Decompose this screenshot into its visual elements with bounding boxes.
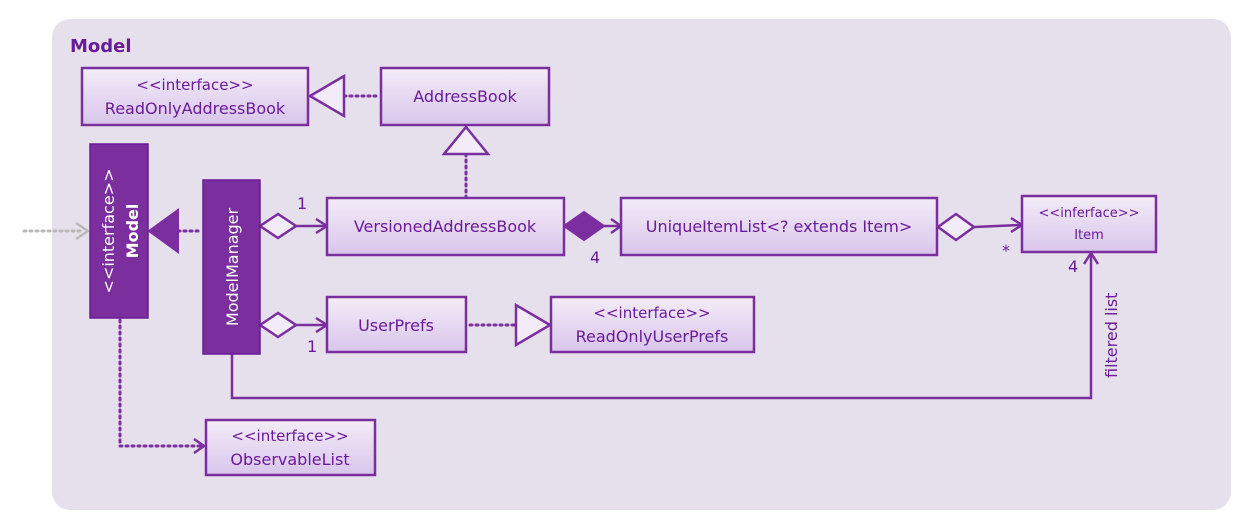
- model-stereotype: <<interface>>: [99, 169, 118, 294]
- observable-list-name: ObservableList: [230, 450, 349, 469]
- multiplicity-list-item: *: [1002, 241, 1010, 260]
- readonly-address-book-stereotype: <<interface>>: [136, 76, 253, 94]
- model-name: Model: [123, 204, 142, 259]
- filtered-list-edge: [230, 254, 1093, 400]
- address-book-name: AddressBook: [413, 87, 517, 106]
- node-model-manager: ModelManager: [202, 179, 261, 355]
- node-unique-item-list: UniqueItemList<? extends Item>: [619, 196, 939, 257]
- node-address-book: AddressBook: [379, 66, 551, 127]
- node-observable-list: <<interface>> ObservableList: [204, 418, 377, 477]
- realization-arrowhead-readonly-userprefs: [514, 302, 553, 348]
- aggregation-edge-item: [973, 223, 1022, 229]
- multiplicity-manager-userprefs: 1: [307, 337, 317, 356]
- external-dependency-arrowhead: [75, 221, 91, 241]
- item-stereotype: <<inferface>>: [1038, 206, 1139, 221]
- model-manager-name: ModelManager: [223, 207, 242, 326]
- multiplicity-manager-versioned: 1: [297, 194, 307, 213]
- readonly-user-prefs-stereotype: <<interface>>: [593, 304, 710, 322]
- observable-dependency-edge: [118, 318, 202, 448]
- multiplicity-filtered-item: 4: [1068, 257, 1078, 276]
- package-label: Model: [70, 36, 132, 57]
- item-name: Item: [1074, 228, 1104, 243]
- realization-arrowhead-readonly-addressbook: [307, 73, 346, 119]
- node-item: <<inferface>> Item: [1020, 194, 1158, 254]
- multiplicity-versioned-list: 4: [590, 248, 600, 267]
- readonly-address-book-name: ReadOnlyAddressBook: [105, 99, 286, 118]
- observable-dependency-arrowhead: [193, 437, 207, 455]
- node-readonly-user-prefs: <<interface>> ReadOnlyUserPrefs: [549, 295, 756, 354]
- node-model: <<interface>> Model: [89, 143, 149, 319]
- realization-arrowhead-model: [147, 208, 179, 254]
- versioned-address-book-name: VersionedAddressBook: [354, 217, 537, 236]
- user-prefs-name: UserPrefs: [358, 316, 434, 335]
- generalization-arrowhead-addressbook: [441, 125, 491, 156]
- node-versioned-address-book: VersionedAddressBook: [325, 196, 566, 257]
- node-user-prefs: UserPrefs: [325, 295, 468, 354]
- node-readonly-address-book: <<interface>> ReadOnlyAddressBook: [80, 66, 310, 127]
- unique-item-list-name: UniqueItemList<? extends Item>: [646, 217, 913, 236]
- readonly-user-prefs-name: ReadOnlyUserPrefs: [576, 327, 729, 346]
- observable-list-stereotype: <<interface>>: [231, 427, 348, 445]
- filtered-list-label: filtered list: [1102, 293, 1121, 378]
- model-package: [52, 19, 1231, 510]
